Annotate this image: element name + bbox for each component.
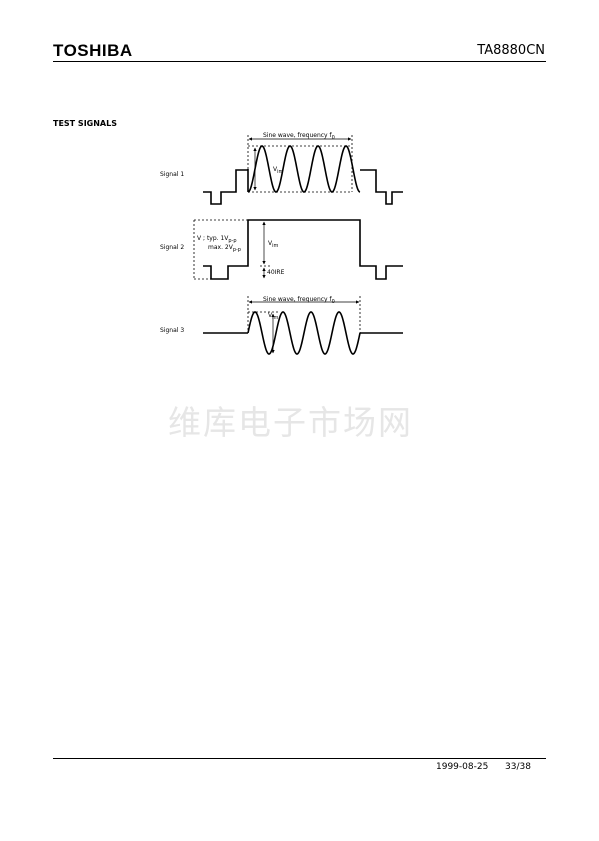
- signal2-vim-label: Vim: [268, 240, 278, 249]
- signal3-vim-label: Vim: [268, 312, 278, 321]
- signal1-sine-wave: [247, 145, 361, 193]
- brand-logo: TOSHIBA: [53, 41, 133, 60]
- watermark: 维库电子市场网: [168, 403, 413, 442]
- footer-rule: [53, 758, 546, 759]
- signal1-annotation: Sine wave, frequency f0: [263, 132, 335, 141]
- signal2-ire-label: 40IRE: [267, 269, 285, 276]
- signal1-baseline-waveform: [203, 169, 403, 205]
- section-title: TEST SIGNALS: [53, 119, 117, 128]
- part-number: TA8880CN: [477, 43, 545, 58]
- signal3-sine-wave: [247, 311, 361, 355]
- footer-page: 33/38: [505, 762, 531, 772]
- signal2-label: Signal 2: [160, 244, 184, 251]
- signal1-label: Signal 1: [160, 171, 184, 178]
- signal2-v-typ: V ; typ. 1Vp-p: [197, 235, 237, 244]
- signal1-dashed-envelope: [247, 135, 353, 193]
- signal3-dashed-guides: [247, 296, 361, 333]
- header-rule: [53, 61, 546, 62]
- signal2-waveform: [203, 219, 403, 280]
- signal3-annotation: Sine wave, frequency f0: [263, 296, 335, 305]
- signal2-dashed-guides: [193, 219, 270, 280]
- signal3-label: Signal 3: [160, 327, 184, 334]
- signal1-vim-label: Vim: [273, 166, 283, 175]
- signal2-v-max: max. 2Vp-p: [208, 244, 241, 253]
- footer-date: 1999-08-25: [436, 762, 489, 772]
